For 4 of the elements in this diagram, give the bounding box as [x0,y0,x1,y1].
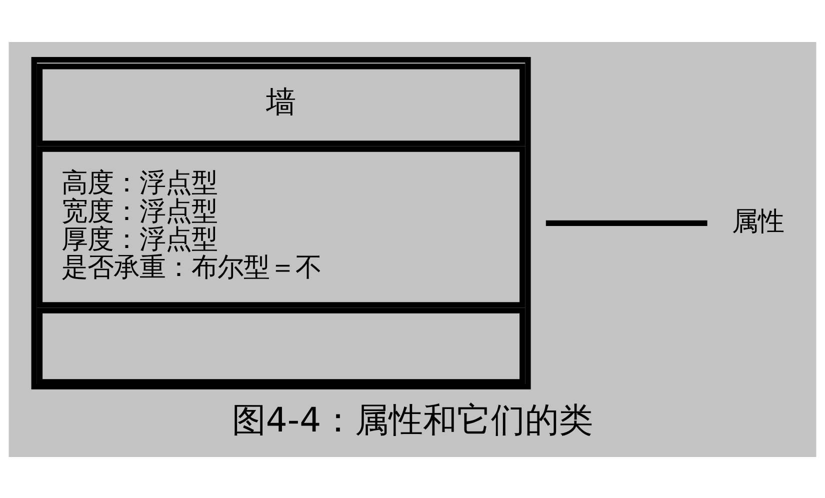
caption: 图4-4：属性和它们的类 [232,400,594,439]
node-box: 墙 高度：浮点型 宽度：浮点型 厚度：浮点型 是否承重：布尔型＝不 [31,56,531,389]
node-text: 属性 [732,206,784,237]
connector [546,220,708,226]
